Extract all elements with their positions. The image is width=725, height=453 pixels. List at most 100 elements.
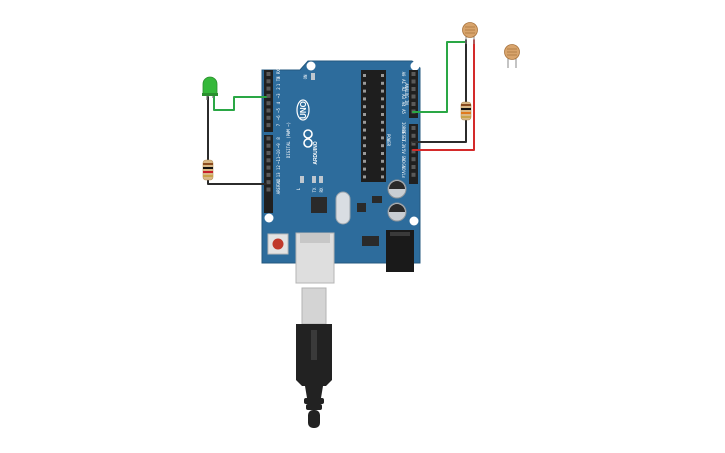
pin-hole[interactable] <box>411 172 416 177</box>
pin-hole[interactable] <box>266 158 271 163</box>
analog-header[interactable] <box>409 70 418 118</box>
usb-controller-chip <box>311 197 327 213</box>
atmega-chip <box>361 70 386 182</box>
pin-label: A2 <box>401 87 406 92</box>
pin-label: 4 <box>276 101 281 104</box>
l-label: L <box>296 187 301 190</box>
pin-hole[interactable] <box>411 102 416 106</box>
pin-label: RESET <box>401 130 406 143</box>
pin-hole[interactable] <box>411 141 416 146</box>
wire-a0-to-sensor[interactable] <box>412 41 467 113</box>
on-indicator <box>311 73 315 80</box>
regulator-chip <box>372 196 382 203</box>
resistor-band <box>203 167 213 169</box>
pin-label: 2 <box>276 87 281 90</box>
crystal-oscillator <box>335 191 351 225</box>
pin-hole[interactable] <box>266 180 271 185</box>
wire-resistor-to-gnd[interactable] <box>207 179 267 185</box>
pin-label: ~11 <box>276 156 281 164</box>
pin-hole[interactable] <box>411 72 416 76</box>
tx-indicator <box>312 176 316 183</box>
arduino-brand-text: ARDUINO <box>313 141 319 164</box>
resistor-band <box>203 171 213 173</box>
pin-label: ~3 <box>276 93 281 98</box>
pin-label: GND <box>401 156 406 164</box>
mounting-hole <box>410 61 420 71</box>
analog-header-label: ANALOG IN <box>404 83 409 105</box>
mounting-hole <box>264 213 274 223</box>
pin-label: A0 <box>401 72 406 77</box>
pin-hole[interactable] <box>266 115 271 120</box>
pin-hole[interactable] <box>266 86 271 91</box>
pin-hole[interactable] <box>411 126 416 130</box>
photoresistor-connected[interactable] <box>462 22 478 45</box>
pin-hole[interactable] <box>266 165 271 170</box>
pin-hole[interactable] <box>411 157 416 162</box>
photoresistor-spare[interactable] <box>504 44 520 69</box>
wire-led-to-pin[interactable] <box>213 95 267 111</box>
pin-hole[interactable] <box>411 149 416 154</box>
pin-label: 12 <box>276 165 281 170</box>
pin-hole[interactable] <box>411 87 416 91</box>
usb-plug-metal <box>301 287 327 325</box>
pin-hole[interactable] <box>411 133 416 138</box>
pin-label: ~10 <box>276 149 281 157</box>
pin-label: 3.3V <box>401 139 406 149</box>
usb-cable[interactable] <box>296 287 332 428</box>
mounting-hole <box>409 216 419 226</box>
pin-label: 8 <box>276 137 281 140</box>
resistor-band <box>461 104 471 106</box>
pin-label: ~6 <box>276 115 281 120</box>
pin-label: 1 TX <box>276 76 281 86</box>
pin-label: AREF <box>276 184 281 194</box>
pin-hole[interactable] <box>266 136 271 141</box>
wire-gnd-to-resistor[interactable] <box>412 117 467 143</box>
pin-hole[interactable] <box>266 79 271 84</box>
pin-label: GND <box>276 178 281 186</box>
pin-hole[interactable] <box>411 94 416 99</box>
resistor-band <box>461 108 471 110</box>
pin-label: ~9 <box>276 143 281 148</box>
l-indicator <box>300 176 304 183</box>
pin-label: 0 RX <box>276 69 281 79</box>
pin-hole[interactable] <box>266 172 271 177</box>
pin-label: IOREF <box>401 122 406 135</box>
pin-label: 13 <box>276 172 281 177</box>
pin-label: A5 <box>401 109 406 114</box>
small-chip <box>357 203 366 212</box>
resistor-band <box>461 116 471 118</box>
green-led[interactable] <box>202 76 218 100</box>
resistor-band <box>461 112 471 114</box>
mounting-hole <box>306 61 316 71</box>
pin-hole[interactable] <box>266 108 271 113</box>
digital-header-upper[interactable] <box>264 70 273 132</box>
led-body <box>202 76 218 96</box>
reset-button-cap[interactable] <box>272 238 284 250</box>
pin-label: GND <box>401 163 406 171</box>
digital-header-label: DIGITAL (PWM ~) <box>286 122 291 158</box>
resistor-band <box>203 175 213 177</box>
on-label: ON <box>303 74 308 79</box>
pin-hole[interactable] <box>266 187 271 192</box>
pin-hole[interactable] <box>266 151 271 155</box>
dc-power-jack[interactable] <box>386 230 414 272</box>
pin-label: 5V <box>401 149 406 154</box>
led-resistor[interactable] <box>202 159 214 181</box>
power-header[interactable] <box>409 124 418 184</box>
resistor-band <box>203 163 213 165</box>
wire-5v-to-sensor[interactable] <box>412 39 475 151</box>
uno-logo: UNO ARDUINO <box>296 99 319 165</box>
pin-hole[interactable] <box>411 79 416 84</box>
pin-hole[interactable] <box>266 93 271 98</box>
pin-hole[interactable] <box>266 72 271 76</box>
pin-hole[interactable] <box>266 143 271 148</box>
rx-indicator <box>319 176 323 183</box>
pin-hole[interactable] <box>266 123 271 128</box>
rx-label: RX <box>319 187 324 192</box>
pin-label: A4 <box>401 102 406 107</box>
usb-cable-end <box>308 410 320 428</box>
pin-hole[interactable] <box>266 101 271 106</box>
sensor-resistor[interactable] <box>460 101 472 121</box>
pin-hole[interactable] <box>411 165 416 169</box>
